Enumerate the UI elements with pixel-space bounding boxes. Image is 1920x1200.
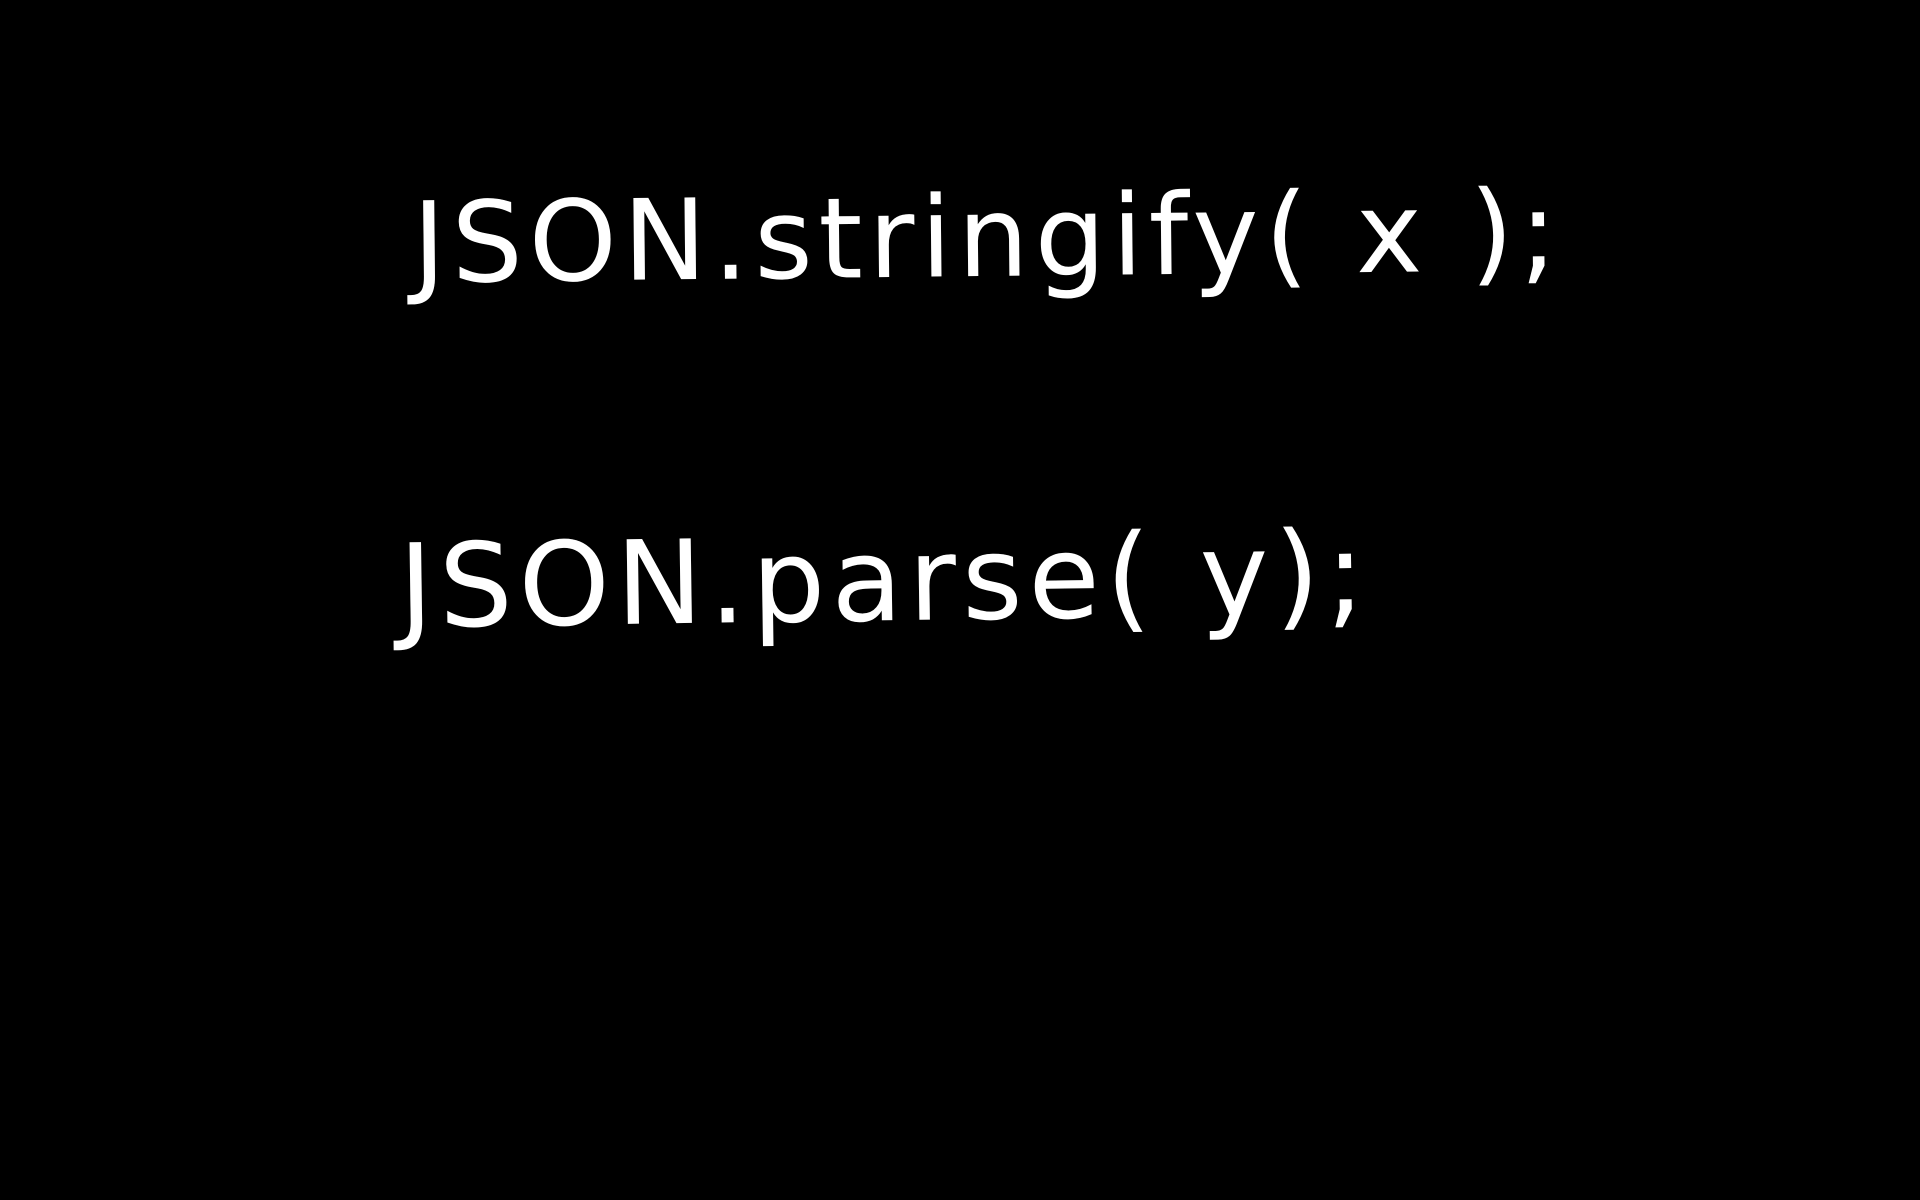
code-line-stringify: JSON.stringify( x );: [411, 166, 1564, 309]
code-line-parse: JSON.parse( y);: [397, 506, 1372, 655]
